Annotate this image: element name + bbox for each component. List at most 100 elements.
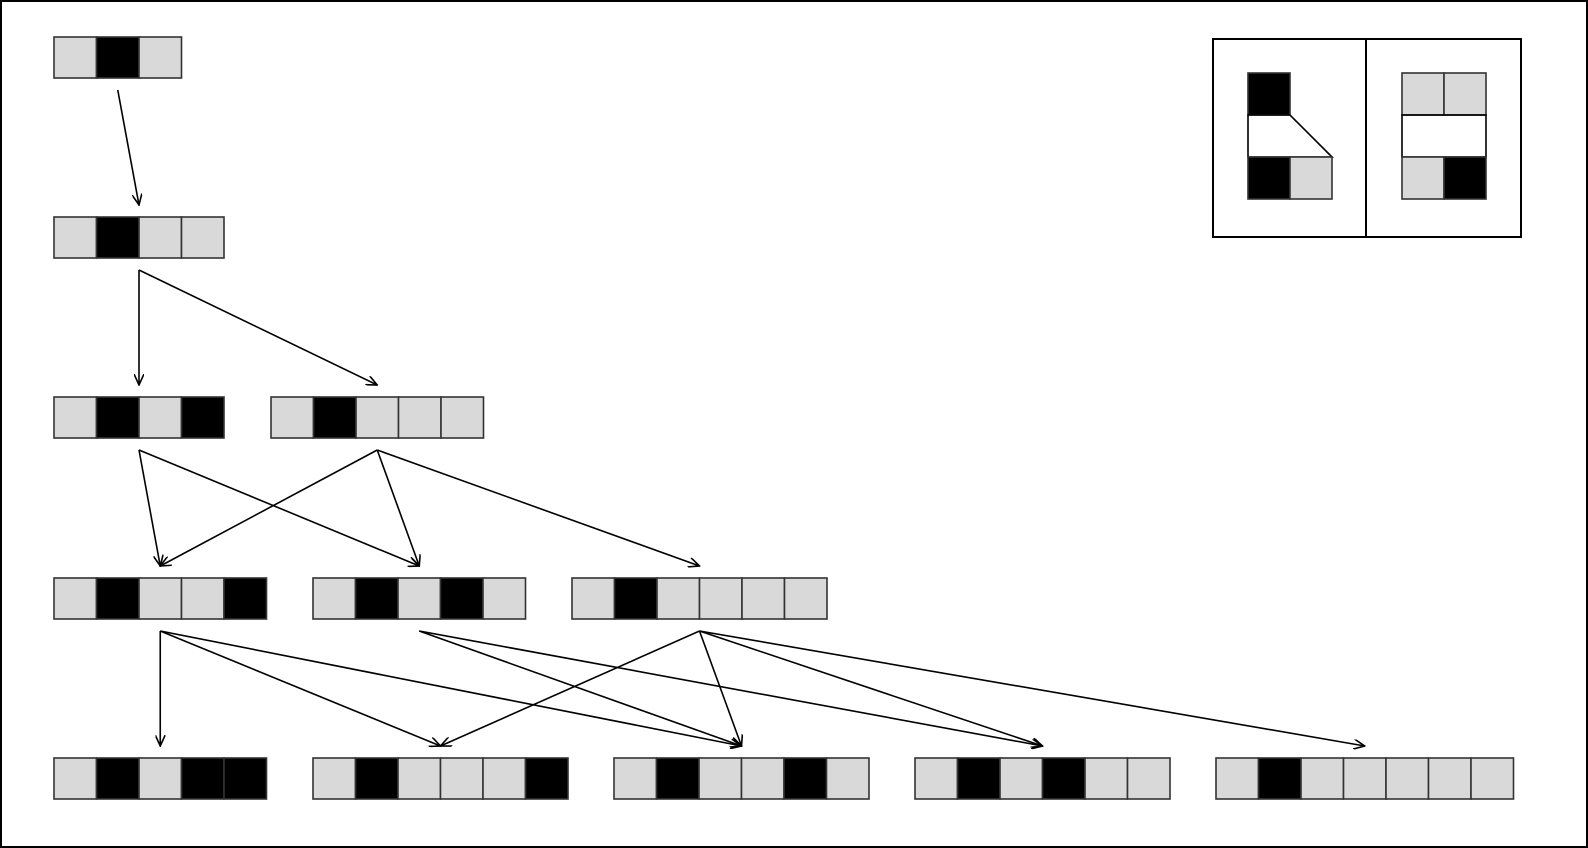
arrow-L2-0-to-L3-1 (138, 449, 419, 566)
empty-cell (1470, 757, 1515, 800)
empty-cell (698, 757, 743, 800)
arrow-L3-2-to-L4-2 (698, 630, 742, 746)
filled-cell (312, 396, 357, 439)
filled-cell (1247, 156, 1291, 200)
filled-cell (783, 757, 828, 800)
filled-cell (1247, 72, 1291, 116)
filled-cell (95, 216, 140, 259)
empty-cell (1401, 156, 1445, 200)
empty-cell (397, 396, 442, 439)
empty-cell (783, 577, 828, 620)
empty-cell (53, 757, 98, 800)
empty-cell (397, 757, 442, 800)
filled-cell (223, 757, 268, 800)
strip-L4-2 (613, 757, 870, 800)
filled-cell (439, 577, 484, 620)
legend-left-rule (1212, 38, 1367, 238)
legend-right-rule (1365, 38, 1522, 238)
arrow-L2-1-to-L3-0 (160, 449, 378, 566)
strips-layer (53, 36, 1515, 800)
arrow-L3-1-to-L4-3 (419, 630, 1042, 746)
edges-layer (116, 89, 1365, 746)
empty-cell (53, 36, 98, 79)
empty-cell (914, 757, 959, 800)
empty-cell (1300, 757, 1345, 800)
arrow-L1-0-to-L2-1 (138, 269, 377, 385)
empty-cell (1427, 757, 1472, 800)
legend-box (1365, 38, 1522, 238)
empty-cell (138, 757, 183, 800)
filled-cell (95, 36, 140, 79)
empty-cell (180, 216, 225, 259)
arrow-L3-1-to-L4-2 (418, 630, 741, 746)
empty-cell (312, 757, 357, 800)
empty-cell (440, 396, 485, 439)
empty-cell (53, 396, 98, 439)
strip-L2-1 (270, 396, 485, 439)
filled-cell (95, 757, 140, 800)
empty-cell (741, 577, 786, 620)
strip-L4-1 (312, 757, 569, 800)
empty-cell (138, 396, 183, 439)
strip-L3-2 (571, 577, 828, 620)
empty-cell (312, 577, 357, 620)
empty-cell (138, 216, 183, 259)
filled-cell (354, 577, 399, 620)
empty-cell (1443, 72, 1487, 116)
arrow-L2-0-to-L3-0 (138, 449, 160, 566)
arrow-L3-2-to-L4-4 (699, 630, 1365, 746)
filled-cell (180, 757, 225, 800)
strip-L4-4 (1215, 757, 1515, 800)
empty-cell (53, 577, 98, 620)
empty-cell (1289, 156, 1333, 200)
empty-cell (482, 757, 527, 800)
strip-L3-0 (53, 577, 268, 620)
empty-cell (1215, 757, 1260, 800)
arrow-L3-2-to-L4-3 (699, 630, 1043, 746)
empty-cell (138, 36, 183, 79)
empty-cell (1342, 757, 1387, 800)
filled-cell (1257, 757, 1302, 800)
filled-cell (956, 757, 1001, 800)
empty-cell (180, 577, 225, 620)
filled-cell (524, 757, 569, 800)
empty-cell (1084, 757, 1129, 800)
empty-cell (1126, 757, 1171, 800)
empty-cell (656, 577, 701, 620)
filled-cell (354, 757, 399, 800)
empty-cell (482, 577, 527, 620)
empty-cell (698, 577, 743, 620)
filled-cell (1041, 757, 1086, 800)
strip-L3-1 (312, 577, 527, 620)
filled-cell (180, 396, 225, 439)
filled-cell (655, 757, 700, 800)
arrow-L2-1-to-L3-2 (376, 449, 699, 566)
strip-L0-0 (53, 36, 183, 79)
empty-cell (397, 577, 442, 620)
filled-cell (613, 577, 658, 620)
strip-L4-3 (914, 757, 1171, 800)
arrow-L0-0-to-L1-0 (116, 89, 139, 205)
filled-cell (223, 577, 268, 620)
arrow-L3-0-to-L4-2 (160, 630, 741, 746)
legend (1212, 38, 1522, 238)
empty-cell (571, 577, 616, 620)
empty-cell (355, 396, 400, 439)
strip-L2-0 (53, 396, 225, 439)
strip-L4-0 (53, 757, 268, 800)
legend-box (1212, 38, 1367, 238)
arrow-L3-0-to-L4-1 (159, 630, 440, 746)
filled-cell (95, 396, 140, 439)
copy-connector (1401, 114, 1487, 158)
strip-L1-0 (53, 216, 225, 259)
filled-cell (95, 577, 140, 620)
empty-cell (740, 757, 785, 800)
empty-cell (613, 757, 658, 800)
empty-cell (53, 216, 98, 259)
empty-cell (138, 577, 183, 620)
filled-cell (1443, 156, 1487, 200)
empty-cell (439, 757, 484, 800)
expansion-connector (1247, 114, 1334, 158)
